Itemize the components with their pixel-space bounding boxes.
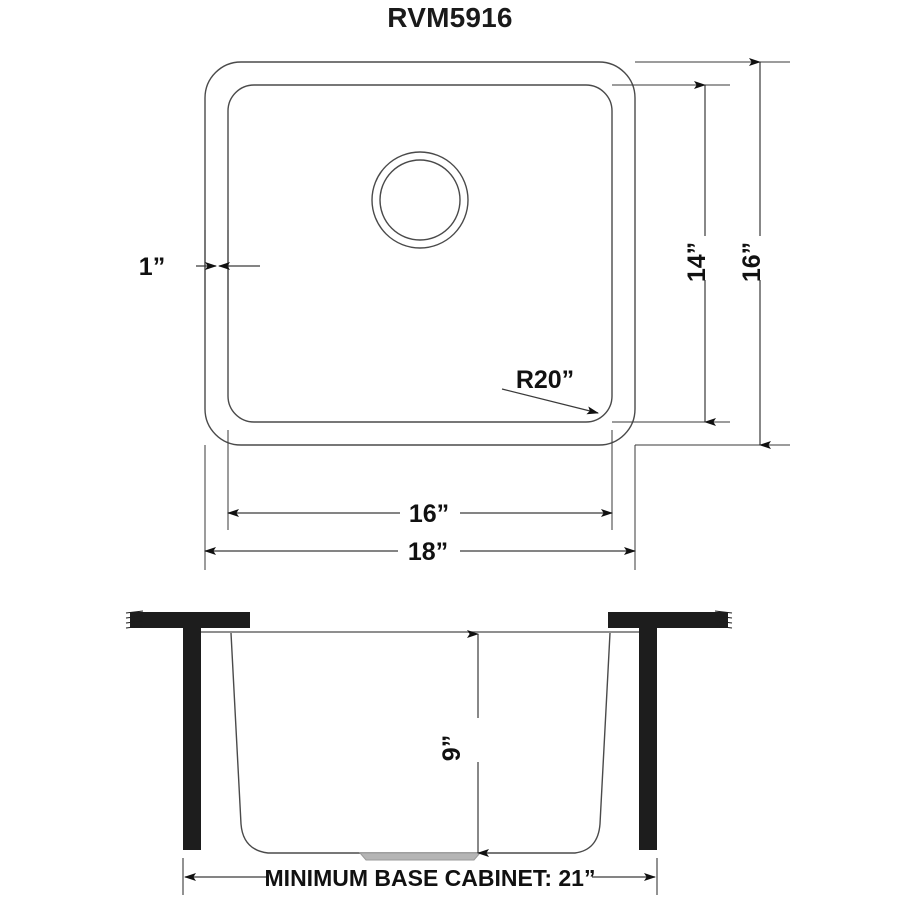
cabinet-wall-right [639,628,657,850]
dimension-overall-width: 18” [204,538,636,566]
dimension-overall-depth-label: 16” [738,242,766,282]
dimension-bowl-height: 9” [438,630,489,857]
dimension-bowl-height-label: 9” [438,735,466,761]
dimension-bowl-width-label: 16” [409,500,449,528]
dimension-overall-depth: 16” [738,58,771,449]
dimension-overall-width-label: 18” [408,538,448,566]
dimension-corner-radius-label: R20” [516,366,574,394]
countertop-right [608,612,728,628]
countertop-left [130,612,250,628]
elevation-view-group [125,610,733,861]
cabinet-wall-left [183,628,201,850]
drain-strainer [358,852,482,861]
plan-extension-lines [204,61,790,570]
drain-inner-circle [379,159,461,241]
dimension-bowl-depth: 14” [683,81,716,426]
countertop-left-break-hatch [125,610,144,629]
dimension-minimum-base-cabinet: MINIMUM BASE CABINET: 21” [182,858,658,895]
sink-bowl-profile [230,632,611,854]
countertop-right-break-hatch [714,610,733,629]
dimension-minimum-base-cabinet-label: MINIMUM BASE CABINET: 21” [265,865,596,891]
dimension-bowl-width: 16” [227,500,613,528]
dimension-rim-width-label: 1” [139,253,165,281]
dimension-bowl-depth-label: 14” [683,242,711,282]
dimension-rim-width: 1” [139,253,260,281]
dimension-corner-radius: R20” [501,366,599,415]
page-title: RVM5916 [387,2,513,33]
drain-outer-circle [371,151,469,249]
